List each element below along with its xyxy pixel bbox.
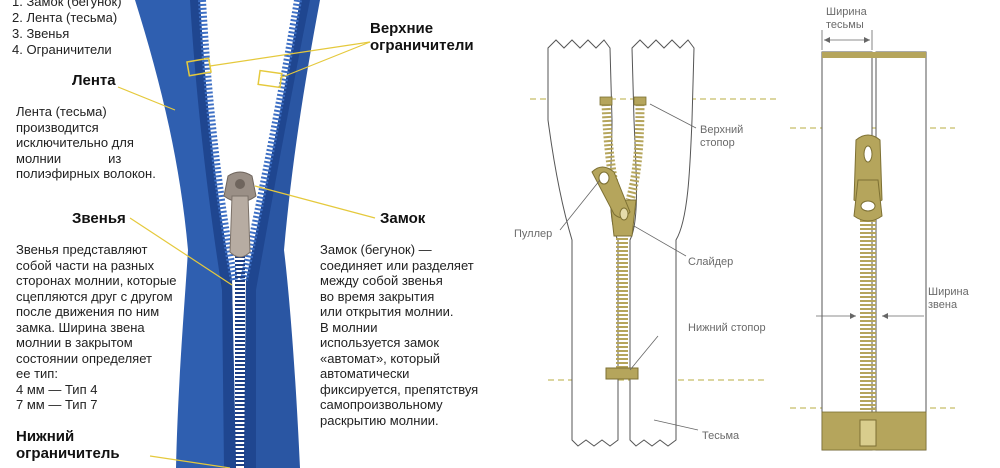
label-bottom-stop: Нижний стопор [688,322,766,334]
tape-description: Лента (тесьма) производится исключительн… [16,104,156,181]
diagram-top-stop-right [633,96,647,106]
diagram-teeth-open-right [625,103,645,202]
top-stops-heading: Верхние ограничители [370,20,474,54]
label-top-stop: Верхний стопор [700,124,744,149]
top-stop-marker-right [257,69,283,89]
callout-bottom-stop [149,455,231,468]
callout-slider [254,185,376,219]
zipper-teeth-left [198,0,238,281]
callout-tape [117,86,176,111]
bottom-stop-heading: Нижний ограничитель [16,428,120,462]
label-slider: Слайдер [688,256,734,268]
callout-top-stop [649,103,697,129]
diagram-teeth-open-left [601,103,623,202]
label-tooth-width: Ширина звена [928,286,969,311]
zipper-puller [229,195,251,258]
teeth-description: Звенья представляют собой части на разны… [16,242,177,412]
label-tape-width: Ширина тесьмы [826,6,867,31]
legend-item: 4. Ограничители [12,42,112,57]
closed-bottom-stop [859,419,877,447]
callout-tape-d [653,419,699,431]
legend-item: 3. Звенья [12,26,70,41]
diagram-top-stop-left [599,96,613,106]
legend-list: 1. Замок (бегунок) 2. Лента (тесьма) 3. … [12,0,122,58]
zipper-teeth-right [240,0,302,281]
callout-teeth [129,217,233,286]
closed-tape-left [821,51,873,451]
tape-heading: Лента [72,72,116,89]
zipper-tape-left [135,0,236,468]
callout-slider-d [633,225,687,257]
closed-tape-right [875,51,927,451]
label-puller: Пуллер [514,228,553,240]
slider-heading: Замок [380,210,426,227]
callout-top-stops-1 [209,41,371,67]
callout-top-stops-2 [279,41,371,79]
zipper-tape-right [244,0,320,468]
diagram-bottom-stop [605,367,639,380]
diagram-tape-right [629,39,695,447]
slider-description: Замок (бегунок) — соединяет или разделяе… [320,242,479,428]
callout-bottom-stop-d [629,335,659,371]
callout-puller [559,179,601,231]
teeth-heading: Звенья [72,210,126,227]
label-tape: Тесьма [702,430,740,442]
legend-item: 1. Замок (бегунок) [12,0,122,9]
legend-item: 2. Лента (тесьма) [12,10,118,25]
top-stop-marker-left [186,57,212,77]
